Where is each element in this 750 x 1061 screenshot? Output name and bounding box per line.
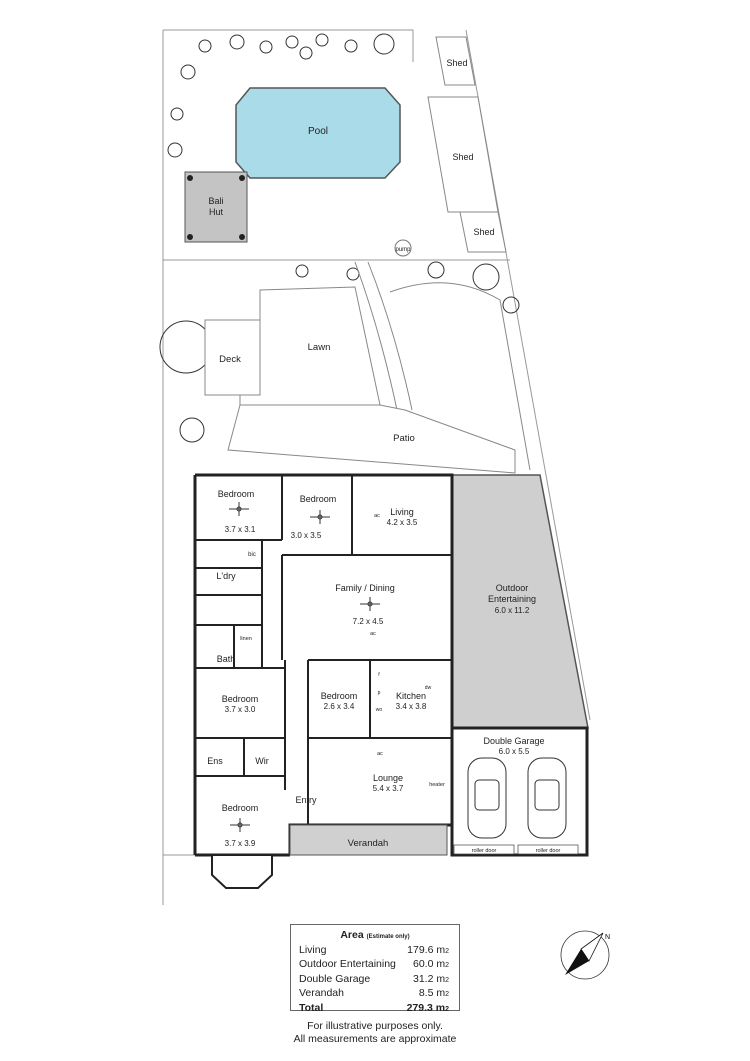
bali-hut xyxy=(184,171,248,243)
room-labels: Bedroom 3.7 x 3.1 Bedroom 3.0 x 3.5 Livi… xyxy=(207,489,445,848)
outdoor-entertaining-label-1: Outdoor xyxy=(496,583,529,593)
path xyxy=(354,261,398,411)
bedroom-2-label: Bedroom xyxy=(300,494,337,504)
outdoor-entertaining-size: 6.0 x 11.2 xyxy=(495,606,530,615)
lawn-label: Lawn xyxy=(308,342,331,353)
roller-door-2: roller door xyxy=(536,848,561,854)
laundry-label: L'dry xyxy=(216,571,236,581)
living-size: 4.2 x 3.5 xyxy=(387,518,418,527)
pool-label: Pool xyxy=(308,126,328,137)
heater-label: heater xyxy=(429,782,445,788)
car-icons xyxy=(467,757,567,839)
disclaimer: For illustrative purposes only. All meas… xyxy=(293,1020,457,1045)
double-garage-size: 6.0 x 5.5 xyxy=(499,747,530,756)
interior-walls xyxy=(195,475,452,825)
double-garage-label: Double Garage xyxy=(483,736,544,746)
verandah xyxy=(289,824,448,856)
kitchen-p: p xyxy=(378,690,381,696)
ensuite-label: Ens xyxy=(207,756,223,766)
bedroom-4-label: Bedroom xyxy=(222,694,259,704)
ac-label-lounge: ac xyxy=(377,751,383,757)
driveway-edge xyxy=(389,282,531,471)
ac-label-family: ac xyxy=(370,631,376,637)
bedroom-5-size: 3.7 x 3.9 xyxy=(225,839,256,848)
deck-label: Deck xyxy=(219,354,241,365)
linen-label: linen xyxy=(240,636,252,642)
bic-label: bic xyxy=(248,552,256,558)
ceiling-fan-icons xyxy=(229,502,380,832)
shed-3 xyxy=(459,211,507,253)
shed-1 xyxy=(435,36,476,86)
shed-1-label: Shed xyxy=(446,58,467,68)
entry-label: Entry xyxy=(295,795,317,805)
kitchen-wo: wo xyxy=(376,707,383,713)
family-dining-size: 7.2 x 4.5 xyxy=(353,617,384,626)
kitchen-f: f xyxy=(378,672,380,678)
roller-door-1: roller door xyxy=(472,848,497,854)
pump-label: pump xyxy=(395,247,411,253)
bedroom-1-size: 3.7 x 3.1 xyxy=(225,525,256,534)
path-2 xyxy=(367,261,413,411)
pump xyxy=(394,239,412,257)
lounge-size: 5.4 x 3.7 xyxy=(373,784,404,793)
bali-hut-label-1: Bali xyxy=(208,196,223,206)
bedroom-3-size: 2.6 x 3.4 xyxy=(324,702,355,711)
verandah-label: Verandah xyxy=(348,838,389,849)
patio xyxy=(227,404,516,474)
ac-label-living: ac xyxy=(374,513,380,519)
property-boundary-top xyxy=(163,29,414,62)
family-dining-label: Family / Dining xyxy=(335,583,395,593)
pool xyxy=(235,87,401,179)
shed-3-label: Shed xyxy=(473,227,494,237)
wir-label: Wir xyxy=(255,756,269,766)
bath-label: Bath xyxy=(217,654,236,664)
bedroom-2-size: 3.0 x 3.5 xyxy=(291,531,322,540)
bedroom-5-label: Bedroom xyxy=(222,803,259,813)
outdoor-entertaining-label-2: Entertaining xyxy=(488,594,536,604)
area-table-title: Area (Estimate only) xyxy=(340,929,410,941)
kitchen-label: Kitchen xyxy=(396,691,426,701)
lounge-label: Lounge xyxy=(373,773,403,783)
north-arrow-icon: N xyxy=(560,930,610,980)
patio-label: Patio xyxy=(393,433,415,444)
shed-2-label: Shed xyxy=(452,152,473,162)
north-label: N xyxy=(605,934,610,941)
kitchen-dw: dw xyxy=(425,685,432,691)
bali-hut-label-2: Hut xyxy=(209,207,224,217)
bedroom-4-size: 3.7 x 3.0 xyxy=(225,705,256,714)
kitchen-size: 3.4 x 3.8 xyxy=(396,702,427,711)
bedroom-1-label: Bedroom xyxy=(218,489,255,499)
living-label: Living xyxy=(390,507,414,517)
bedroom-3-label: Bedroom xyxy=(321,691,358,701)
bay-window xyxy=(211,854,273,889)
